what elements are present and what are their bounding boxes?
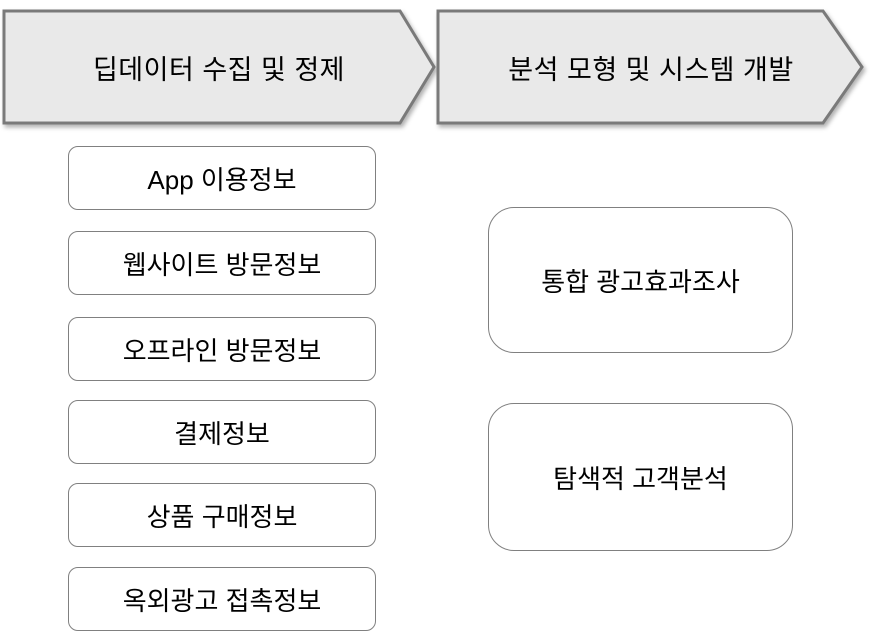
data-source-box-offline-visit: 오프라인 방문정보 [68, 317, 376, 381]
data-source-label: 옥외광고 접촉정보 [122, 585, 322, 616]
right-arrow-shape [2, 9, 436, 125]
stage-arrow-model-development: 분석 모형 및 시스템 개발 [436, 9, 866, 125]
stage-arrow-data-collection: 딥데이터 수집 및 정제 [1, 9, 437, 125]
data-source-label: 결제정보 [174, 418, 270, 449]
data-source-box-product-purchase: 상품 구매정보 [68, 483, 376, 547]
data-source-label: App 이용정보 [147, 164, 297, 195]
data-source-label: 오프라인 방문정보 [122, 335, 322, 366]
data-source-box-payment: 결제정보 [68, 400, 376, 464]
stage-label-model-development: 분석 모형 및 시스템 개발 [508, 54, 794, 85]
stage-label-data-collection: 딥데이터 수집 및 정제 [92, 54, 346, 85]
right-arrow-shape [436, 9, 864, 125]
data-source-box-website-visit: 웹사이트 방문정보 [68, 231, 376, 295]
data-source-label: 웹사이트 방문정보 [122, 249, 322, 280]
analysis-label: 통합 광고효과조사 [541, 266, 740, 297]
data-source-label: 상품 구매정보 [146, 501, 298, 532]
data-source-box-outdoor-ad-contact: 옥외광고 접촉정보 [68, 567, 376, 631]
analysis-label: 탐색적 고객분석 [553, 463, 728, 494]
analysis-box-exploratory-customer: 탐색적 고객분석 [488, 403, 793, 551]
analysis-box-integrated-ad-effect: 통합 광고효과조사 [488, 207, 793, 353]
data-source-box-app-usage: App 이용정보 [68, 146, 376, 210]
